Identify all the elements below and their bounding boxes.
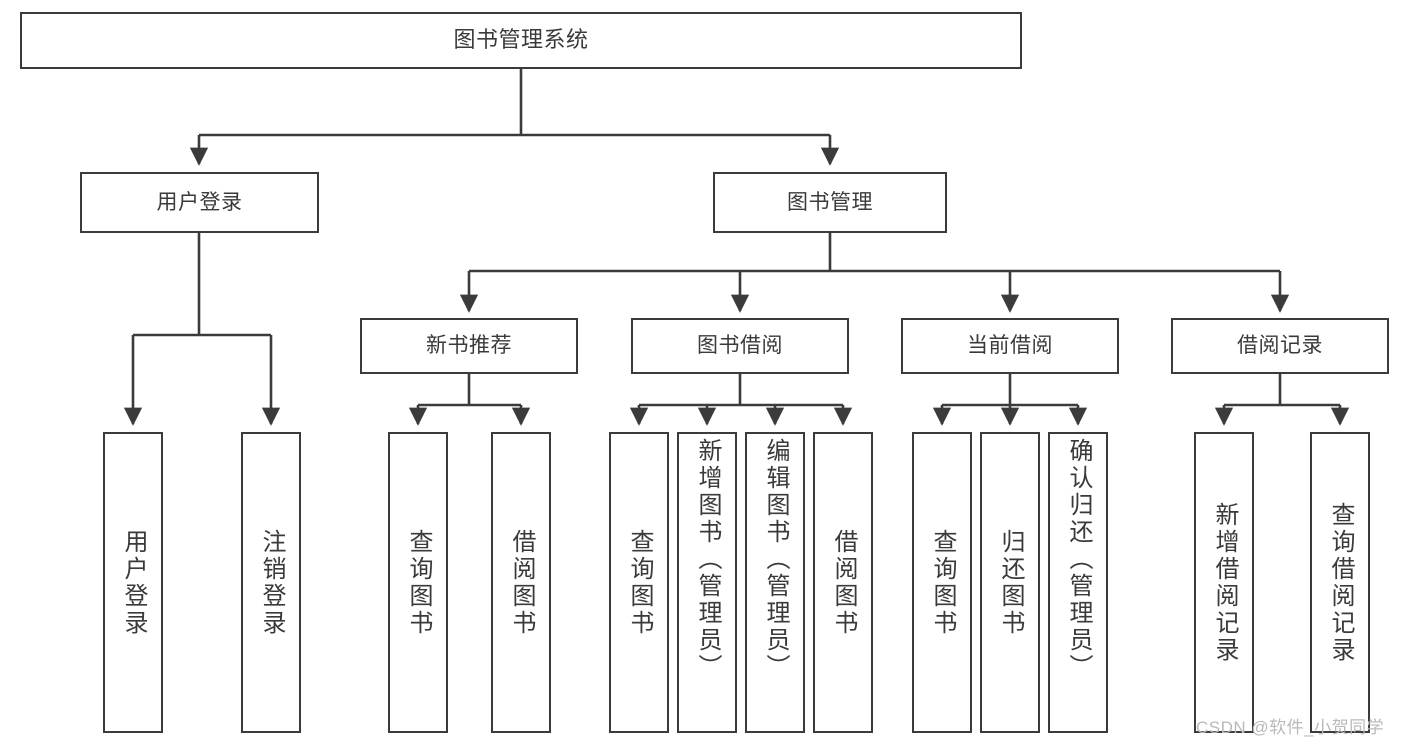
leaf-borrow-book-borrowing[interactable]: 借阅图书 bbox=[813, 432, 873, 733]
node-book-management[interactable]: 图书管理 bbox=[713, 172, 947, 233]
leaf-add-borrow-record[interactable]: 新增借阅记录 bbox=[1194, 432, 1254, 733]
node-label: 新增借阅记录 bbox=[1211, 501, 1238, 664]
leaf-edit-book-admin[interactable]: 编辑图书（管理员） bbox=[745, 432, 805, 733]
leaf-query-book-recommendation[interactable]: 查询图书 bbox=[388, 432, 448, 733]
node-new-book-recommendation[interactable]: 新书推荐 bbox=[360, 318, 578, 374]
leaf-query-borrow-record[interactable]: 查询借阅记录 bbox=[1310, 432, 1370, 733]
node-label: 编辑图书（管理员） bbox=[762, 438, 789, 681]
node-label: 新书推荐 bbox=[426, 334, 512, 358]
leaf-user-login[interactable]: 用户登录 bbox=[103, 432, 163, 733]
leaf-return-book[interactable]: 归还图书 bbox=[980, 432, 1040, 733]
node-label: 借阅图书 bbox=[830, 528, 857, 637]
node-label: 新增图书（管理员） bbox=[694, 438, 721, 681]
leaf-borrow-book-recommendation[interactable]: 借阅图书 bbox=[491, 432, 551, 733]
node-label: 查询图书 bbox=[929, 528, 956, 637]
node-user-login[interactable]: 用户登录 bbox=[80, 172, 319, 233]
node-label: 用户登录 bbox=[120, 528, 147, 637]
leaf-add-book-admin[interactable]: 新增图书（管理员） bbox=[677, 432, 737, 733]
node-book-borrowing[interactable]: 图书借阅 bbox=[631, 318, 849, 374]
node-label: 图书管理 bbox=[787, 190, 873, 214]
leaf-logout[interactable]: 注销登录 bbox=[241, 432, 301, 733]
node-label: 借阅记录 bbox=[1237, 334, 1323, 358]
node-label: 归还图书 bbox=[997, 528, 1024, 637]
leaf-query-book-current[interactable]: 查询图书 bbox=[912, 432, 972, 733]
leaf-confirm-return-admin[interactable]: 确认归还（管理员） bbox=[1048, 432, 1108, 733]
leaf-query-book-borrowing[interactable]: 查询图书 bbox=[609, 432, 669, 733]
node-label: 查询借阅记录 bbox=[1327, 501, 1354, 664]
node-label: 借阅图书 bbox=[508, 528, 535, 637]
node-label: 注销登录 bbox=[258, 528, 285, 637]
node-root-system[interactable]: 图书管理系统 bbox=[20, 12, 1022, 69]
node-label: 当前借阅 bbox=[967, 334, 1053, 358]
node-current-borrowing[interactable]: 当前借阅 bbox=[901, 318, 1119, 374]
node-borrow-records[interactable]: 借阅记录 bbox=[1171, 318, 1389, 374]
node-label: 查询图书 bbox=[626, 528, 653, 637]
node-label: 图书借阅 bbox=[697, 334, 783, 358]
node-label: 图书管理系统 bbox=[453, 27, 589, 53]
node-label: 确认归还（管理员） bbox=[1065, 438, 1092, 681]
node-label: 用户登录 bbox=[156, 190, 243, 214]
node-label: 查询图书 bbox=[405, 528, 432, 637]
